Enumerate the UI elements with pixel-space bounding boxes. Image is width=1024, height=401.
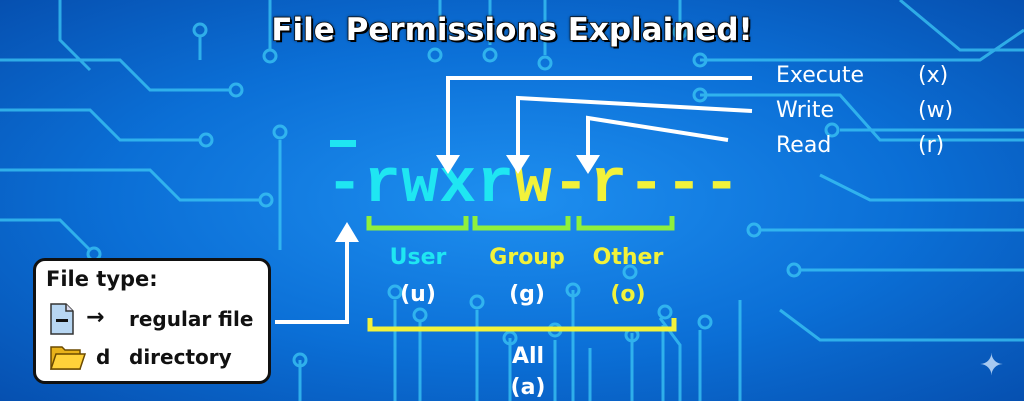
arrow-down-icon — [506, 155, 530, 174]
sparkle-icon: ✦ — [978, 348, 1004, 383]
page-title: File Permissions Explained! — [271, 11, 754, 49]
legend-write: Write — [776, 98, 835, 123]
directory-label: directory — [129, 345, 232, 369]
other-bracket — [576, 216, 675, 231]
file-type-cap-dash — [330, 140, 356, 147]
group-label-other: Other — [592, 245, 664, 270]
group-abbr-other: (o) — [610, 282, 646, 307]
legend-execute-abbr: (x) — [918, 63, 949, 88]
group-label-user: User — [389, 245, 447, 270]
group-abbr-group: (g) — [509, 282, 545, 307]
group-bracket — [472, 216, 571, 231]
all-label: All — [511, 344, 545, 369]
regular-file-symbol: → — [86, 305, 105, 330]
arrow-up-icon — [335, 222, 359, 242]
arrow-down-icon — [436, 155, 460, 174]
group-abbr-user: (u) — [400, 282, 436, 307]
file-type-legend: File type: → regular file d directory — [33, 258, 271, 384]
execute-pointer-line — [446, 76, 752, 158]
regular-file-icon — [50, 303, 74, 335]
legend-read: Read — [776, 133, 832, 158]
all-bracket — [367, 318, 677, 332]
all-abbr: (a) — [510, 375, 546, 400]
permission-yellow-part: w-r--- — [514, 149, 741, 220]
user-bracket — [366, 216, 469, 231]
regular-file-label: regular file — [129, 307, 254, 331]
arrow-down-icon — [576, 155, 600, 174]
legend-write-abbr: (w) — [918, 98, 954, 123]
permission-cyan-part: -rwxr — [326, 149, 515, 220]
directory-symbol: d — [96, 345, 111, 369]
group-label-group: Group — [489, 245, 565, 270]
file-type-pointer-line — [275, 240, 349, 324]
file-type-heading: File type: — [46, 267, 158, 291]
legend-read-abbr: (r) — [918, 133, 945, 158]
folder-icon — [50, 346, 86, 370]
write-pointer-line — [516, 95, 753, 158]
read-pointer-line — [586, 115, 729, 158]
permission-string: -rwxrw-r--- — [326, 150, 741, 220]
legend-execute: Execute — [776, 63, 864, 88]
